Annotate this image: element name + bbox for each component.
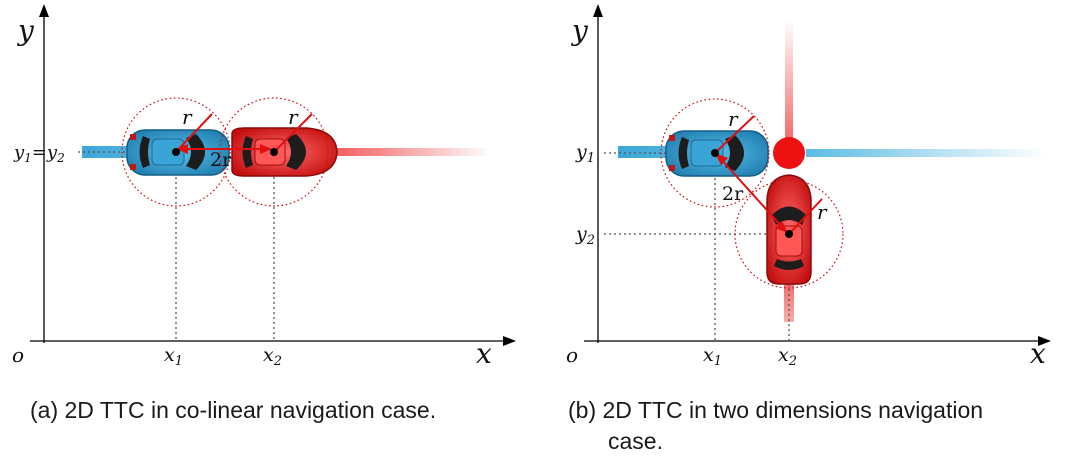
caption-a: (a) 2D TTC in co-linear navigation case. — [30, 397, 437, 423]
panel-a: y x o r r — [12, 4, 516, 370]
y2-tick-label-b: y2 — [575, 223, 595, 248]
origin-label-b: o — [566, 343, 578, 367]
radius-label-blue-b: r — [728, 107, 739, 131]
red-car-trail-a — [332, 148, 492, 156]
distance-arrowhead-left-a — [176, 144, 188, 154]
radius-line-blue-b — [714, 115, 755, 154]
y-axis-arrow-a — [39, 4, 49, 17]
red-car-b — [766, 174, 812, 285]
svg-text:y1=y2: y1=y2 — [13, 142, 65, 165]
y-axis-label-a: y — [16, 14, 35, 47]
distance-arrowhead-top-b — [715, 153, 728, 165]
y1-tick-label-b: y1 — [575, 141, 595, 166]
distance-arrowhead-bottom-b — [775, 221, 788, 233]
radius-label-red-b: r — [817, 200, 828, 224]
x-axis-arrow-a — [503, 336, 516, 346]
origin-label-a: o — [12, 343, 24, 367]
y-axis-label-b: y — [570, 14, 589, 47]
x2-tick-label-b: x2 — [778, 344, 797, 369]
blue-car-trail-b — [618, 146, 668, 158]
collision-point-b — [773, 137, 805, 169]
x2-tick-label-a: x2 — [263, 344, 282, 369]
distance-arrowhead-right-a — [260, 144, 272, 154]
distance-label-b: 2r — [722, 183, 744, 205]
safety-circle-blue-b — [660, 98, 770, 208]
red-car-a — [231, 127, 338, 177]
red-car-trail-b — [784, 282, 794, 322]
distance-arrow-b — [719, 157, 784, 229]
center-red-b — [785, 230, 793, 238]
radius-line-red-b — [788, 198, 823, 235]
radius-line-red-a — [273, 113, 313, 153]
caption-b: (b) 2D TTC in two dimensions navigation … — [568, 397, 984, 454]
x-axis-label-a: x — [476, 337, 492, 370]
center-blue-b — [711, 149, 719, 157]
safety-circle-red-a — [219, 97, 329, 207]
safety-circle-red-b — [734, 179, 844, 289]
radius-label-red-a: r — [288, 105, 299, 129]
red-car-projection-b — [785, 20, 793, 140]
center-red-a — [270, 148, 278, 156]
x1-tick-label-a: x1 — [164, 344, 183, 369]
blue-car-trail-a — [82, 146, 130, 158]
blue-car-projection-b — [806, 149, 1046, 157]
center-blue-a — [172, 148, 180, 156]
y-axis-arrow-b — [593, 4, 603, 17]
x1-tick-label-b: x1 — [703, 344, 722, 369]
y-tick-label-a: y1=y2 — [13, 142, 65, 165]
distance-label-a: 2r — [210, 149, 232, 171]
panel-b: y x o — [566, 4, 1051, 370]
radius-line-blue-a — [175, 113, 213, 153]
x-axis-label-b: x — [1030, 337, 1046, 370]
x-axis-arrow-b — [1038, 336, 1051, 346]
safety-circle-blue-a — [121, 97, 231, 207]
radius-label-blue-a: r — [182, 105, 193, 129]
